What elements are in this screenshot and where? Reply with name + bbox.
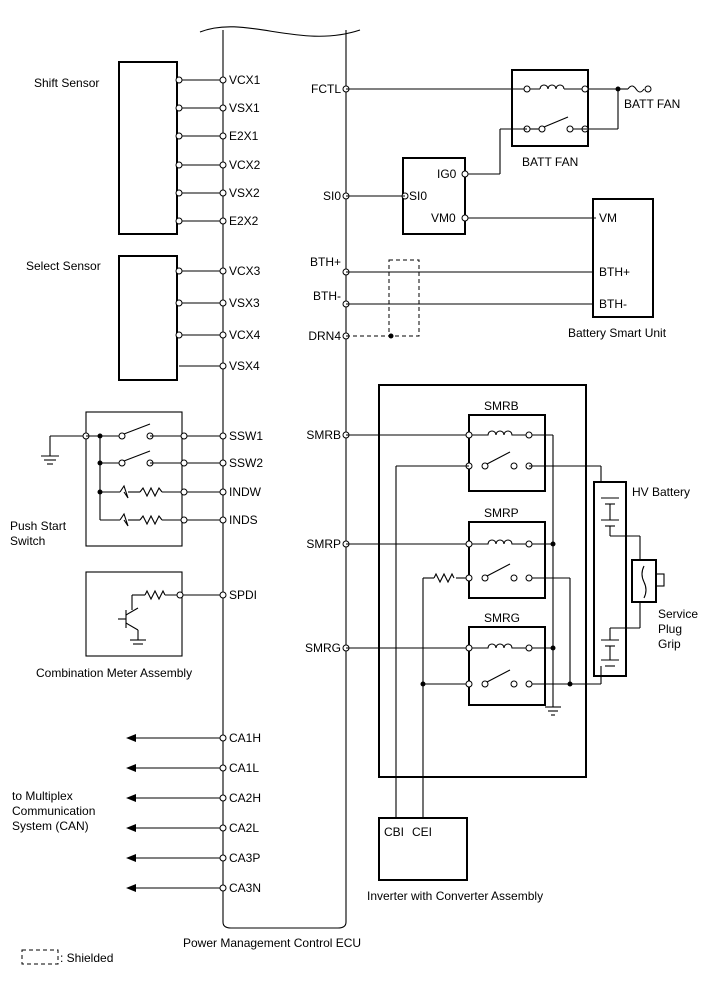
- smrb-relay: SMRB: [346, 399, 602, 707]
- ecu-pin-label: VSX2: [229, 186, 260, 200]
- batt-fan-circuit: BATT FAN BATT FAN: [346, 69, 680, 175]
- ecu-pin-vcx4: [219, 331, 227, 339]
- ecu-body: [222, 30, 347, 929]
- shift-sensor-box: [118, 61, 178, 235]
- ecu-pin-ca1l: [219, 764, 227, 772]
- ecu-pin-label: VSX4: [229, 359, 260, 373]
- ecu-pin-label: CA3P: [229, 851, 260, 865]
- svg-text:Inverter with Converter Assemb: Inverter with Converter Assembly: [367, 889, 543, 903]
- ecu-pin-label: VCX4: [229, 328, 261, 342]
- combination-meter-box: [85, 571, 183, 657]
- ecu-pin-ssw1: [219, 432, 227, 440]
- svg-text:SMRP: SMRP: [484, 506, 519, 520]
- ecu-pin-vsx1: [219, 104, 227, 112]
- ecu-pin-label: VCX2: [229, 158, 261, 172]
- ecu-pin-inds: [219, 516, 227, 524]
- ecu-left-pins: VCX1VSX1E2X1VCX2VSX2E2X2VCX3VSX3VCX4VSX4…: [219, 73, 263, 895]
- battery-smart-unit-label: Battery Smart Unit: [568, 326, 667, 340]
- sensor-wires: [175, 76, 223, 367]
- ecu-break-line: [199, 26, 361, 37]
- combination-meter-internal: [118, 589, 223, 645]
- battery-smart-unit-circuit: IG0 SI0 VM0 VM BTH+ BTH- Battery Smart U…: [346, 157, 667, 340]
- ecu-pin-e2x1: [219, 132, 227, 140]
- ecu-pin-label: INDW: [229, 485, 262, 499]
- select-sensor-label: Select Sensor: [26, 259, 101, 273]
- ecu-pin-label: INDS: [229, 513, 258, 527]
- ecu-pin-vsx4: [219, 362, 227, 370]
- ecu-pin-label: VSX1: [229, 101, 260, 115]
- ecu-label: Power Management Control ECU: [183, 936, 361, 950]
- ecu-pin-label: CA1H: [229, 731, 261, 745]
- push-start-switch-internal: [41, 423, 223, 527]
- ecu-pin-ca1h: [219, 734, 227, 742]
- ecu-pin-label: BTH+: [310, 255, 341, 269]
- select-sensor-box: [118, 255, 178, 381]
- ecu-pin-label: SMRP: [306, 537, 341, 551]
- combination-meter-label: Combination Meter Assembly: [36, 666, 192, 680]
- svg-text:HV Battery: HV Battery: [632, 485, 690, 499]
- ecu-pin-ca2h: [219, 794, 227, 802]
- svg-text:SMRB: SMRB: [484, 399, 519, 413]
- shift-sensor-label: Shift Sensor: [34, 76, 99, 90]
- ecu-pin-label: SPDI: [229, 588, 257, 602]
- ecu-pin-label: CA3N: [229, 881, 261, 895]
- push-start-switch-box: [85, 411, 183, 547]
- batt-fan-motor-label: BATT FAN: [624, 97, 680, 111]
- svg-text:SMRG: SMRG: [484, 611, 520, 625]
- ecu-pin-label: VSX3: [229, 296, 260, 310]
- ecu-pin-label: SMRB: [306, 428, 341, 442]
- inverter-assembly: CBI CEI Inverter with Converter Assembly: [367, 466, 543, 903]
- smr-block: [378, 384, 587, 778]
- svg-text:CEI: CEI: [412, 825, 432, 839]
- ecu-pin-vsx3: [219, 299, 227, 307]
- ecu-pin-label: VCX3: [229, 264, 261, 278]
- shielded-legend-icon: [21, 949, 59, 965]
- ecu-pin-label: FCTL: [311, 82, 341, 96]
- svg-text:BTH-: BTH-: [599, 297, 627, 311]
- ecu-pin-label: SSW1: [229, 429, 263, 443]
- smrg-relay: SMRG: [346, 611, 601, 716]
- ecu-pin-label: BTH-: [313, 289, 341, 303]
- ecu-pin-label: E2X2: [229, 214, 259, 228]
- can-arrows: [126, 734, 223, 892]
- shielded-legend-label: : Shielded: [60, 951, 113, 965]
- ecu-pin-label: SI0: [323, 189, 341, 203]
- ecu-pin-label: CA2H: [229, 791, 261, 805]
- ecu-pin-ssw2: [219, 459, 227, 467]
- smrp-relay: SMRP: [346, 506, 571, 684]
- ecu-pin-vsx2: [219, 189, 227, 197]
- ecu-pin-vcx3: [219, 267, 227, 275]
- ecu-pin-indw: [219, 488, 227, 496]
- ecu-pin-label: SSW2: [229, 456, 263, 470]
- ecu-pin-label: E2X1: [229, 129, 259, 143]
- ecu-pin-e2x2: [219, 217, 227, 225]
- svg-text:IG0: IG0: [437, 167, 457, 181]
- svg-text:VM: VM: [599, 211, 617, 225]
- ecu-pin-label: SMRG: [305, 641, 341, 655]
- ecu-pin-label: CA2L: [229, 821, 259, 835]
- ecu-pin-vcx2: [219, 161, 227, 169]
- batt-fan-relay-label: BATT FAN: [522, 155, 578, 169]
- ecu-pin-spdi: [219, 591, 227, 599]
- ecu-pin-ca2l: [219, 824, 227, 832]
- svg-text:VM0: VM0: [431, 211, 456, 225]
- svg-text:CBI: CBI: [384, 825, 404, 839]
- ecu-pin-label: DRN4: [308, 329, 341, 343]
- ecu-pin-ca3p: [219, 854, 227, 862]
- svg-text:SI0: SI0: [409, 189, 427, 203]
- ecu-pin-vcx1: [219, 76, 227, 84]
- ecu-pin-label: VCX1: [229, 73, 261, 87]
- ecu-pin-ca3n: [219, 884, 227, 892]
- ecu-pin-label: CA1L: [229, 761, 259, 775]
- svg-text:BTH+: BTH+: [599, 265, 630, 279]
